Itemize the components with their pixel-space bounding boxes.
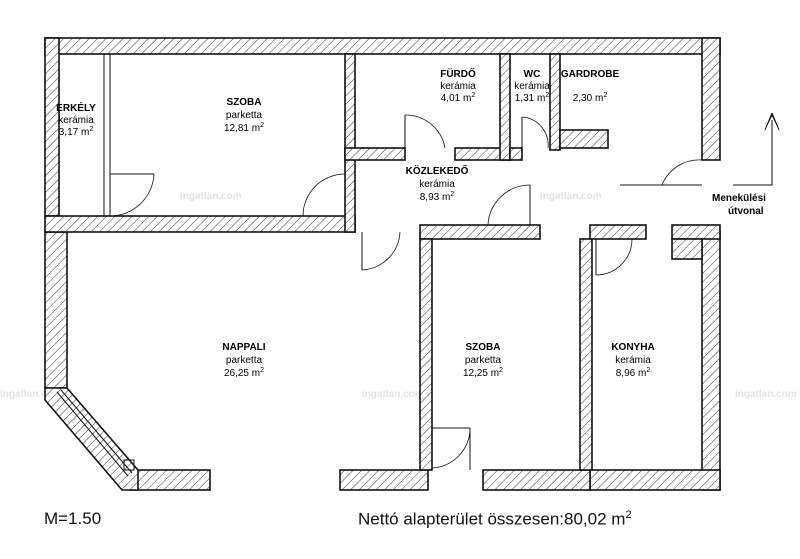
net-area-label: Nettó alapterület összesen:80,02 m2 — [358, 509, 632, 530]
watermark: ingatlan.com — [540, 191, 602, 202]
room-name: SZOBA — [466, 342, 501, 353]
room-material: kerámia — [615, 355, 651, 366]
room-area: 8,96 m2 — [616, 367, 651, 379]
room-label-gardrobe: GARDROBE 2,30 m2 — [561, 69, 620, 104]
room-area: 3,17 m2 — [59, 126, 94, 138]
exterior-walls — [44, 37, 721, 491]
room-material: kerámia — [419, 179, 455, 190]
room-label-konyha: KONYHA kerámia 8,96 m2 — [611, 342, 654, 379]
room-label-kozlekedo: KÖZLEKEDŐ kerámia 8,93 m2 — [406, 164, 469, 203]
escape-route-label: Menekülési útvonal — [712, 193, 766, 217]
room-material: kerámia — [514, 81, 550, 92]
room-label-szoba-1: SZOBA parketta 12,81 m2 — [224, 97, 264, 134]
room-area: 4,01 m2 — [441, 92, 476, 104]
room-area: 26,25 m2 — [224, 367, 264, 379]
room-name: GARDROBE — [561, 69, 620, 80]
watermarks: ingatlan.com ingatlan.com ingatlan.com i… — [0, 191, 797, 400]
escape-route-arrow — [733, 112, 780, 186]
room-label-wc: WC kerámia 1,31 m2 — [514, 69, 550, 104]
room-label-erkely: ERKÉLY kerámia 3,17 m2 — [56, 101, 96, 138]
room-name: ERKÉLY — [56, 101, 96, 114]
room-material: parketta — [226, 110, 263, 121]
escape-label-line1: Menekülési — [712, 193, 766, 204]
watermark: ingatlan.com — [180, 191, 242, 202]
room-material: parketta — [226, 355, 263, 366]
room-area: 12,81 m2 — [224, 122, 264, 134]
room-label-szoba-2: SZOBA parketta 12,25 m2 — [463, 342, 503, 379]
interior-walls — [44, 53, 721, 471]
room-area: 12,25 m2 — [463, 367, 503, 379]
scale-label: M=1.50 — [44, 509, 102, 528]
room-material: kerámia — [58, 115, 94, 126]
room-name: KONYHA — [611, 342, 654, 353]
room-name: KÖZLEKEDŐ — [406, 164, 469, 177]
room-name: SZOBA — [227, 97, 262, 108]
room-area: 2,30 m2 — [573, 92, 608, 104]
watermark: ingatlan.com — [0, 389, 62, 400]
net-area-text: Nettó alapterület összesen:80,02 m — [358, 509, 626, 529]
doors — [109, 114, 703, 470]
room-material: kerámia — [440, 81, 476, 92]
room-label-furdo: FÜRDŐ kerámia 4,01 m2 — [440, 67, 476, 104]
room-name: WC — [524, 69, 541, 80]
room-label-nappali: NAPPALI parketta 26,25 m2 — [222, 342, 265, 379]
escape-label-line2: útvonal — [728, 206, 764, 217]
room-name: FÜRDŐ — [440, 67, 476, 80]
room-name: NAPPALI — [222, 342, 265, 353]
room-area: 1,31 m2 — [515, 92, 550, 104]
bay-window — [56, 389, 135, 477]
watermark: ingatlan.com — [362, 389, 424, 400]
room-area: 8,93 m2 — [420, 191, 455, 203]
watermark: ingatlan.com — [735, 389, 797, 400]
room-material: parketta — [465, 355, 502, 366]
net-area-sup: 2 — [625, 509, 632, 521]
